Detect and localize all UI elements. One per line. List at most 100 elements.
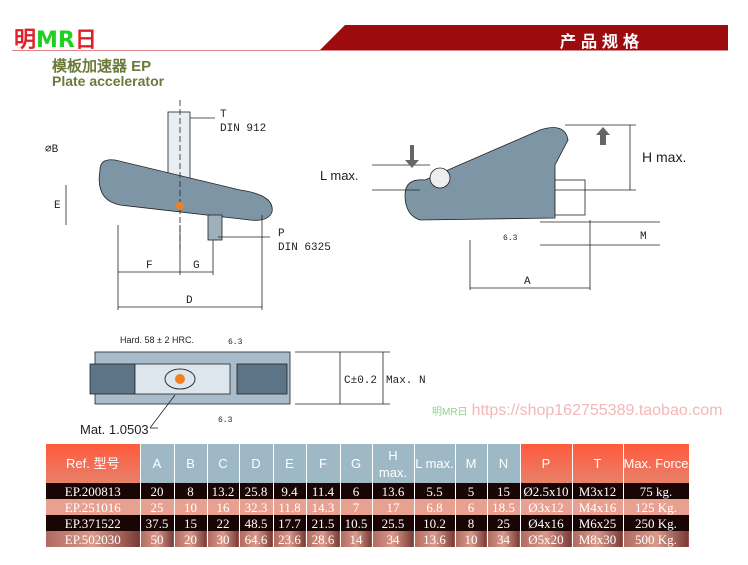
table-cell: M3x12 (572, 483, 624, 499)
dim-b: ⌀B (45, 144, 59, 156)
dim-c: C±0.2 (344, 375, 377, 387)
t-label: T (220, 109, 227, 121)
column-header: B (174, 444, 208, 483)
column-header: Ref. 型号 (46, 444, 141, 483)
roughness-2: 6.3 (228, 338, 243, 347)
table-cell: M8x30 (572, 531, 624, 547)
dim-m: M (640, 231, 647, 243)
section-banner: 产品规格 (320, 25, 728, 50)
table-cell: 6 (340, 483, 373, 499)
dim-f: F (146, 260, 153, 272)
table-cell: 11.4 (306, 483, 341, 499)
table-cell: 30 (207, 531, 240, 547)
table-cell: 25 (487, 515, 521, 531)
table-cell: 13.6 (414, 531, 456, 547)
table-cell: 9.4 (273, 483, 307, 499)
table-cell: EP.251016 (46, 499, 141, 515)
table-cell: 13.2 (207, 483, 240, 499)
table-cell: 15 (487, 483, 521, 499)
table-cell: 5 (455, 483, 488, 499)
column-header: P (520, 444, 573, 483)
table-cell: Ø5x20 (520, 531, 573, 547)
table-cell: 28.6 (306, 531, 341, 547)
column-header: H max. (372, 444, 415, 483)
column-header: A (140, 444, 175, 483)
column-header: T (572, 444, 624, 483)
table-cell: 10 (455, 531, 488, 547)
watermark-text: https://shop162755389.taobao.com (471, 402, 723, 419)
table-cell: 18.5 (487, 499, 521, 515)
table-cell: 10.5 (340, 515, 373, 531)
table-cell: 20 (174, 531, 208, 547)
table-cell: 17.7 (273, 515, 307, 531)
dim-d: D (186, 295, 193, 307)
material-note: Mat. 1.0503 (80, 422, 149, 437)
table-cell: 14.3 (306, 499, 341, 515)
table-cell: Ø2.5x10 (520, 483, 573, 499)
dim-l-max: L max. (320, 168, 359, 183)
table-cell: EP.502030 (46, 531, 141, 547)
column-header: D (239, 444, 274, 483)
table-cell: 10.2 (414, 515, 456, 531)
page-subtitle: Plate accelerator (52, 73, 165, 89)
table-cell: 11.8 (273, 499, 307, 515)
header-divider (12, 50, 728, 51)
p-label: P (278, 228, 285, 240)
table-cell: EP.200813 (46, 483, 141, 499)
t-standard: DIN 912 (220, 123, 266, 135)
column-header: Max. Force (623, 444, 690, 483)
table-cell: 8 (455, 515, 488, 531)
dim-h-max: H max. (642, 149, 686, 165)
table-cell: 125 Kg. (623, 499, 690, 515)
page-title: 模板加速器 EP (52, 58, 152, 75)
table-cell: 37.5 (140, 515, 175, 531)
table-cell: 75 kg. (623, 483, 690, 499)
table-cell: 5.5 (414, 483, 456, 499)
table-cell: 50 (140, 531, 175, 547)
table-cell: 14 (340, 531, 373, 547)
table-cell: M4x16 (572, 499, 624, 515)
column-header: M (455, 444, 488, 483)
table-cell: 6 (455, 499, 488, 515)
table-cell: 25.8 (239, 483, 274, 499)
table-cell: EP.371522 (46, 515, 141, 531)
table-cell: 20 (140, 483, 175, 499)
p-standard: DIN 6325 (278, 242, 331, 254)
table-cell: M6x25 (572, 515, 624, 531)
roughness-3: 6.3 (218, 416, 233, 425)
table-cell: Ø4x16 (520, 515, 573, 531)
dim-g: G (193, 260, 200, 272)
banner-title: 产品规格 (559, 34, 644, 51)
table-cell: Ø3x12 (520, 499, 573, 515)
table-cell: 22 (207, 515, 240, 531)
table-cell: 10 (174, 499, 208, 515)
dim-e: E (54, 200, 61, 212)
table-cell: 7 (340, 499, 373, 515)
table-cell: 250 Kg. (623, 515, 690, 531)
table-cell: 23.6 (273, 531, 307, 547)
watermark-logo: 明MR日 (432, 407, 468, 418)
table-cell: 25.5 (372, 515, 415, 531)
table-cell: 21.5 (306, 515, 341, 531)
column-header: G (340, 444, 373, 483)
table-cell: 500 Kg. (623, 531, 690, 547)
table-cell: 32.3 (239, 499, 274, 515)
column-header: F (306, 444, 341, 483)
table-cell: 34 (372, 531, 415, 547)
table-cell: 48.5 (239, 515, 274, 531)
table-cell: 25 (140, 499, 175, 515)
column-header: N (487, 444, 521, 483)
table-cell: 8 (174, 483, 208, 499)
table-cell: 34 (487, 531, 521, 547)
roughness-1: 6.3 (503, 234, 518, 243)
column-header: C (207, 444, 240, 483)
dim-max-n: Max. N (386, 375, 426, 387)
dim-a: A (524, 276, 531, 288)
column-header: L max. (414, 444, 456, 483)
